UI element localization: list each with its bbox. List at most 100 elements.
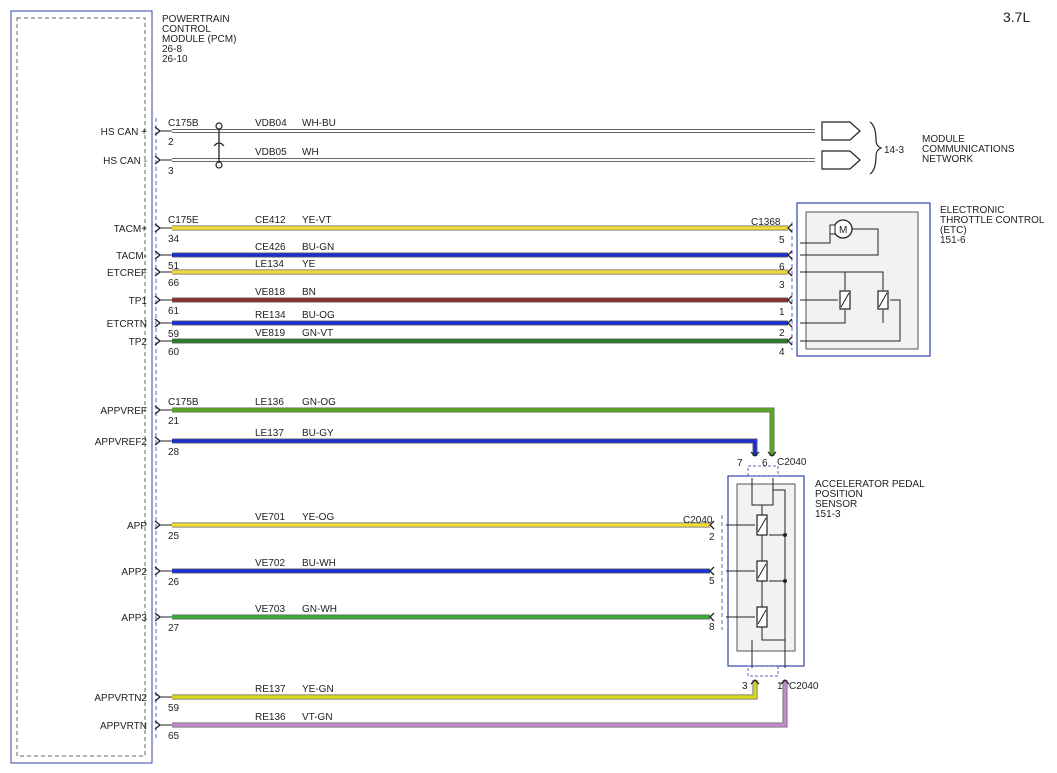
apps-connector-arrow-icon [750,451,760,457]
component-pin-number: 1 [779,307,785,318]
wire-color-code: WH [302,147,319,158]
wire-color-code: YE-GN [302,684,334,695]
component-pin-number: 1 [777,681,783,692]
wire-color-code: YE-OG [302,512,334,523]
pcm-module-inner [16,17,146,757]
component-pin-number: 3 [779,280,785,291]
pin-signal-label: TP2 [129,337,148,348]
network-title: MODULE COMMUNICATIONS NETWORK [922,134,1017,165]
component-connector-arrow-icon [709,520,715,530]
etc-title-line: 151-6 [940,235,966,246]
network-ref[interactable]: 14-3 [884,145,904,156]
pcm-pin-number: 59 [168,703,180,714]
component-connector-arrow-icon [787,250,793,260]
apps-connector-arrow-icon [767,451,777,457]
component-pin-number: 2 [779,328,785,339]
circuit-number: LE134 [255,259,284,270]
pcm-pin-number: 28 [168,447,180,458]
pcm-pin-number: 65 [168,731,180,742]
pcm-title-line: POWERTRAIN [162,14,230,25]
pin-signal-label: APP2 [121,567,147,578]
apps-title-line: SENSOR [815,499,857,510]
etc-internal-wire [800,299,901,342]
pedal-sensor-icon [757,609,767,625]
pcm-connector-arrow-icon [154,223,162,233]
pcm-connector-arrow-icon [154,566,162,576]
apps-connector-label-left: C2040 [683,515,713,526]
pcm-pin-number: 66 [168,278,180,289]
circuit-number: LE137 [255,428,284,439]
component-pin-number: 3 [742,681,748,692]
pcm-pin-number: 2 [168,137,174,148]
labels: 3.7L POWERTRAIN CONTROL MODULE (PCM) 26-… [94,9,1045,742]
circuit-number: VE702 [255,558,285,569]
network-connector-icon [821,121,861,141]
pcm-pin-number: 27 [168,623,180,634]
pcm-pin-number: 51 [168,261,180,272]
circuit-number: VE819 [255,328,285,339]
wire-color-code: BU-GN [302,242,334,253]
pin-signal-label: TACM- [116,251,147,262]
wire-color-code: BU-OG [302,310,335,321]
component-connector-arrow-icon [787,295,793,305]
pcm-connector-arrow-icon [154,692,162,702]
twisted-pair-icon [213,142,225,147]
wire-color-code: GN-OG [302,397,336,408]
etc-internal-wire [800,271,884,290]
pin-signal-label: TACM+ [114,224,148,235]
pcm-pin-number: 25 [168,531,180,542]
etc-internal-wire [800,310,846,324]
component-connector-arrow-icon [787,318,793,328]
circuit-number: CE412 [255,215,286,226]
network-brace-icon [869,121,883,175]
wire-color-code: VT-GN [302,712,333,723]
circuit-number: VDB04 [255,118,287,129]
pcm-pin-number: 21 [168,416,180,427]
component-pin-number: 7 [737,458,743,469]
pin-signal-label: APPVREF2 [95,437,148,448]
pcm-connector-label: C175E [168,215,199,226]
wire-color-code: BN [302,287,316,298]
pin-signal-label: HS CAN - [103,156,147,167]
pin-signal-label: ETCREF [107,268,147,279]
circuit-number: RE136 [255,712,286,723]
component-connector-arrow-icon [709,612,715,622]
pcm-connector-arrow-icon [154,126,162,136]
etc-title-line: ELECTRONIC [940,205,1004,216]
position-sensor-icon [840,292,850,308]
pcm-connector-label: C175B [168,118,199,129]
pcm-title: POWERTRAIN CONTROL MODULE (PCM) 26-8 26-… [162,14,239,65]
pcm-title-line: MODULE (PCM) [162,34,236,45]
wire-appvref2 [172,439,757,456]
circuit-number: LE136 [255,397,284,408]
pcm-pin-number: 26 [168,577,180,588]
component-pin-number: 2 [709,532,715,543]
pin-signal-label: TP1 [129,296,148,307]
wire-outline [172,438,758,456]
component-connector-arrow-icon [787,267,793,277]
etc-title-line: THROTTLE CONTROL [940,215,1045,226]
component-connector-arrow-icon [787,223,793,233]
wires [172,129,815,728]
pedal-sensor-icon [757,563,767,579]
apps-title-line: 151-3 [815,509,841,520]
wire-color-code: BU-WH [302,558,336,569]
apps-title-line: ACCELERATOR PEDAL [815,479,925,490]
component-pin-number: 5 [779,235,785,246]
pcm-connector-arrow-icon [154,405,162,415]
component-pin-number: 6 [762,458,768,469]
circuit-number: RE134 [255,310,286,321]
etc-internal-wire [800,229,831,244]
component-connector-arrow-icon [709,566,715,576]
pcm-connector-arrow-icon [154,720,162,730]
pin-signal-label: APP [127,521,147,532]
pcm-pin-number: 59 [168,329,180,340]
pcm-title-line: CONTROL [162,24,211,35]
network-title-line: MODULE [922,134,965,145]
component-pin-number: 5 [709,576,715,587]
wire-color-code: YE-VT [302,215,331,226]
wire-color-code: WH-BU [302,118,336,129]
apps-connector-arrow-icon [780,679,790,685]
throttle-motor-icon [829,224,836,235]
etc-title-line: (ETC) [940,225,967,236]
